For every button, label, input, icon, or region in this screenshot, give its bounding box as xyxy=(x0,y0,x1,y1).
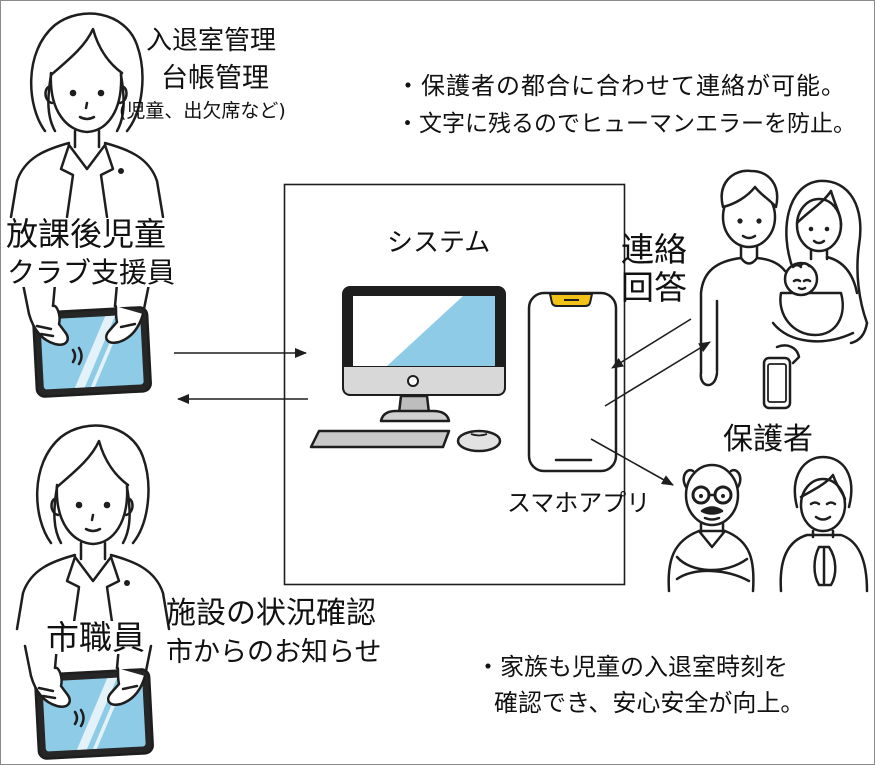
benefit-bottom-line-1: ・家族も児童の入退室時刻を xyxy=(476,653,788,681)
city-staff-illustration xyxy=(15,424,171,631)
support-staff-role-line-2: クラブ支援員 xyxy=(7,256,176,289)
mother-with-baby-illustration xyxy=(771,179,869,365)
father-illustration xyxy=(699,169,787,387)
guardians-label: 保護者 xyxy=(723,422,813,457)
benefit-top-1: ・保護者の都合に合わせて連絡が可能。 xyxy=(396,72,846,100)
system-label: システム xyxy=(387,228,491,258)
smartphone-app-label: スマホアプリ xyxy=(507,489,651,517)
communication-reply-label: 回答 xyxy=(621,268,687,307)
grandfather-illustration xyxy=(667,463,755,593)
city-staff-duty-facility-check: 施設の状況確認 xyxy=(166,596,376,631)
support-staff-role-line-1: 放課後児童 xyxy=(6,215,167,253)
support-staff-duty-attendance: 入退室管理 xyxy=(146,26,277,56)
communication-contact-label: 連絡 xyxy=(621,230,687,269)
city-staff-tablet-icon xyxy=(23,644,155,761)
keyboard-icon xyxy=(309,429,451,449)
grandmother-illustration xyxy=(779,455,869,593)
arrow-guardian-to-app xyxy=(611,318,692,369)
system-box xyxy=(283,183,626,586)
benefit-bottom-line-2: 確認でき、安心安全が向上。 xyxy=(494,689,805,717)
guardian-phone-icon xyxy=(762,356,792,410)
support-staff-duty-ledger: 台帳管理 xyxy=(161,63,269,94)
mouse-icon xyxy=(456,429,502,453)
arrow-app-to-parents xyxy=(604,341,711,407)
benefit-top-2: ・文字に残るのでヒューマンエラーを防止。 xyxy=(396,111,856,137)
arrow-app-to-grandparents xyxy=(590,438,674,486)
support-staff-duty-note: (児童、出欠席など) xyxy=(119,100,286,122)
support-staff-tablet-icon xyxy=(21,282,153,399)
smartphone-icon xyxy=(527,291,618,473)
monitor-icon xyxy=(342,286,506,423)
city-staff-role: 市職員 xyxy=(46,618,145,657)
city-staff-duty-notices: 市からのお知らせ xyxy=(166,637,382,668)
